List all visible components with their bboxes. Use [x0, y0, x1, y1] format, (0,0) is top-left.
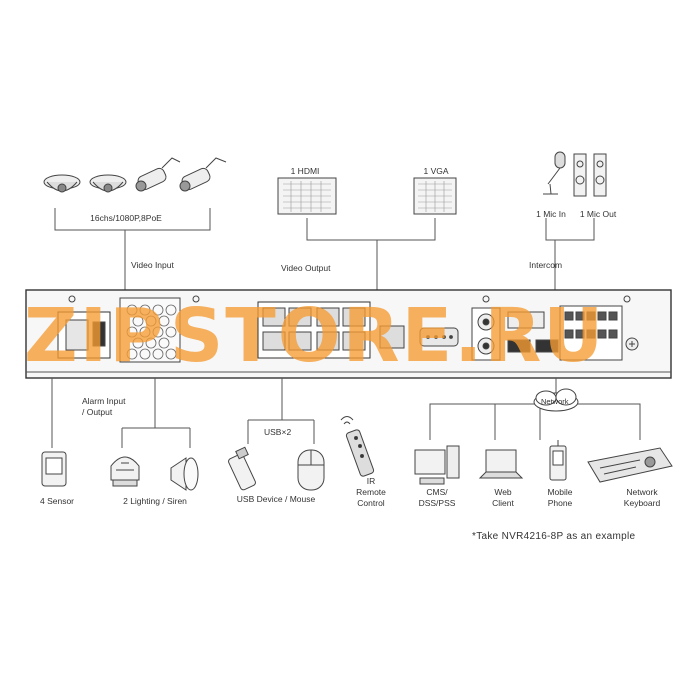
dome-camera-icon: [89, 174, 127, 193]
lan-vga-ports: [379, 325, 459, 349]
video-output-label: Video Output: [281, 263, 331, 273]
ir-remote-icon: [340, 416, 375, 477]
network-keyboard-icon: [587, 447, 673, 483]
bottom-connector-lines: [51, 378, 641, 448]
footnote: *Take NVR4216-8P as an example: [472, 531, 636, 542]
bullet-camera-icon: [179, 157, 227, 192]
mobile-phone-label-line2: Phone: [547, 498, 573, 508]
microphone-icon: [543, 151, 566, 195]
lighting-icon: [110, 456, 140, 487]
vga-monitor-icon: [413, 177, 457, 215]
usb-stick-icon: [228, 446, 256, 491]
cooling-fan-icon: [119, 297, 181, 363]
ground-screw-icon: [625, 337, 639, 351]
web-client-label-line2: Client: [492, 498, 514, 508]
vga-label: 1 VGA: [423, 166, 449, 176]
hdmi-label: 1 HDMI: [290, 166, 320, 176]
web-client-label-line1: Web: [494, 487, 512, 497]
intercom-label: Intercom: [529, 260, 563, 270]
audio-jack-ports: [471, 307, 501, 361]
sensor-label: 4 Sensor: [39, 496, 75, 506]
network-keyboard-label-line2: Keyboard: [623, 498, 661, 508]
speaker-icon: [573, 153, 607, 197]
alarm-label-line2: / Output: [82, 407, 113, 417]
usb-device-mouse-label: USB Device / Mouse: [236, 494, 316, 504]
video-input-label: Video Input: [131, 260, 174, 270]
mouse-icon: [297, 449, 325, 491]
alarm-label-line1: Alarm Input: [82, 396, 126, 406]
dome-camera-icon: [43, 174, 81, 193]
ir-remote-label-line2: Remote: [356, 487, 386, 497]
sensor-icon: [41, 451, 67, 487]
mobile-phone-label-line1: Mobile: [547, 487, 573, 497]
cms-label-line1: CMS/: [426, 487, 448, 497]
network-cloud-icon: [533, 388, 579, 412]
alarm-terminal-block: [559, 305, 623, 361]
cms-label-line2: DSS/PSS: [418, 498, 456, 508]
siren-icon: [170, 457, 199, 491]
laptop-icon: [478, 449, 524, 479]
mic-in-label: 1 Mic In: [536, 209, 566, 219]
lighting-siren-label: 2 Lighting / Siren: [123, 496, 187, 506]
camera-group-label: 16chs/1080P,8PoE: [90, 213, 162, 223]
hdmi-usb-ports: [507, 311, 559, 353]
watermark-right: STORE.RU: [170, 293, 606, 379]
cms-computer-icon: [414, 445, 460, 485]
ir-remote-label-line3: Control: [357, 498, 385, 508]
mic-out-label: 1 Mic Out: [579, 209, 617, 219]
network-keyboard-label-line1: Network: [626, 487, 658, 497]
bullet-camera-icon: [135, 157, 181, 192]
network-label: Network: [541, 397, 569, 406]
ir-remote-label-line1: IR: [366, 476, 376, 486]
poe-port-block: [257, 301, 371, 359]
watermark-left: ZIP: [24, 293, 166, 379]
mobile-phone-icon: [549, 440, 567, 481]
usb-count-label: USB×2: [264, 427, 292, 437]
power-socket-icon: [57, 311, 111, 359]
hdmi-monitor-icon: [277, 177, 337, 215]
top-connector-lines: [54, 208, 595, 292]
